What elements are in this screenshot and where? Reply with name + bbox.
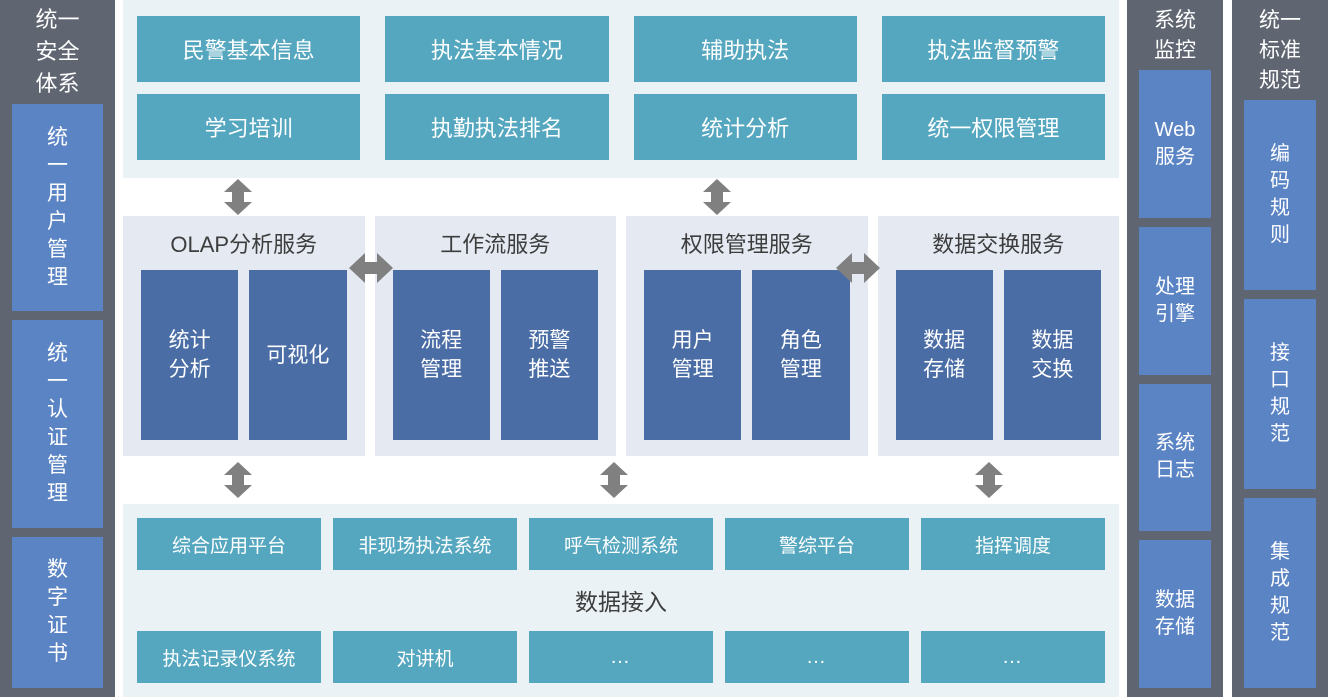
monitor-item-processing-engine[interactable]: 处理引擎 xyxy=(1139,226,1211,375)
double-arrow-vertical-icon xyxy=(224,462,252,498)
data-row-2: 执法记录仪系统 对讲机 … … … xyxy=(137,631,1105,683)
service-group-boxes: 数据存储 数据交换 xyxy=(895,270,1101,442)
unified-standards-column: 统一标准规范 编码规则 接口规范 集成规范 xyxy=(1232,0,1328,697)
svc-box-role-mgmt[interactable]: 角色管理 xyxy=(752,270,850,440)
app-box-training[interactable]: 学习培训 xyxy=(137,94,361,160)
application-row-1: 民警基本信息 执法基本情况 辅助执法 执法监督预警 xyxy=(137,16,1105,82)
app-box-assisted-enforcement[interactable]: 辅助执法 xyxy=(633,16,857,82)
service-group-title: 数据交换服务 xyxy=(932,232,1065,257)
arrow-strip-lower xyxy=(123,456,1119,504)
app-box-police-basic-info[interactable]: 民警基本信息 xyxy=(137,16,361,82)
system-monitoring-title: 系统监控 xyxy=(1154,9,1196,62)
security-item-digital-certificate[interactable]: 数字证书 xyxy=(12,536,103,688)
data-row-1: 综合应用平台 非现场执法系统 呼气检测系统 警综平台 指挥调度 xyxy=(137,518,1105,570)
data-box-command-dispatch[interactable]: 指挥调度 xyxy=(921,518,1105,570)
service-group-title: 权限管理服务 xyxy=(680,232,813,257)
double-arrow-vertical-icon xyxy=(600,462,628,498)
service-group-data-exchange: 数据交换服务 数据存储 数据交换 xyxy=(877,216,1119,456)
app-box-enforcement-basics[interactable]: 执法基本情况 xyxy=(385,16,609,82)
double-arrow-vertical-icon xyxy=(975,462,1003,498)
data-box-more-3[interactable]: … xyxy=(921,631,1105,683)
svc-box-process-mgmt[interactable]: 流程管理 xyxy=(392,270,490,440)
service-group-olap: OLAP分析服务 统计分析 可视化 xyxy=(123,216,365,456)
double-arrow-horizontal-icon xyxy=(349,253,393,283)
app-box-unified-permission-mgmt[interactable]: 统一权限管理 xyxy=(881,94,1105,160)
standards-item-integration-spec[interactable]: 集成规范 xyxy=(1244,498,1316,688)
data-box-more-1[interactable]: … xyxy=(529,631,713,683)
service-group-boxes: 用户管理 角色管理 xyxy=(644,270,850,442)
svc-box-data-storage[interactable]: 数据存储 xyxy=(895,270,993,440)
arrow-strip-upper xyxy=(123,178,1119,216)
service-group-workflow: 工作流服务 流程管理 预警推送 xyxy=(374,216,616,456)
security-item-unified-auth-mgmt[interactable]: 统一认证管理 xyxy=(12,320,103,528)
data-box-offsite-enforcement-system[interactable]: 非现场执法系统 xyxy=(333,518,517,570)
svc-box-data-exchange[interactable]: 数据交换 xyxy=(1003,270,1101,440)
data-access-panel: 综合应用平台 非现场执法系统 呼气检测系统 警综平台 指挥调度 数据接入 执法记… xyxy=(123,504,1119,697)
standards-item-coding-rules[interactable]: 编码规则 xyxy=(1244,100,1316,290)
monitor-item-data-storage[interactable]: 数据存储 xyxy=(1139,540,1211,688)
service-group-title: OLAP分析服务 xyxy=(170,232,318,257)
security-item-unified-user-mgmt[interactable]: 统一用户管理 xyxy=(12,104,103,312)
service-layer-panel: OLAP分析服务 统计分析 可视化 工作流服务 流程管理 预警推送 权限管理服务… xyxy=(123,216,1119,456)
unified-standards-title: 统一标准规范 xyxy=(1259,9,1301,92)
svc-box-user-mgmt[interactable]: 用户管理 xyxy=(644,270,742,440)
standards-item-interface-spec[interactable]: 接口规范 xyxy=(1244,299,1316,489)
service-group-title: 工作流服务 xyxy=(440,232,551,257)
data-box-breath-test-system[interactable]: 呼气检测系统 xyxy=(529,518,713,570)
service-group-permission: 权限管理服务 用户管理 角色管理 xyxy=(626,216,868,456)
app-box-enforcement-supervision-alert[interactable]: 执法监督预警 xyxy=(881,16,1105,82)
svc-box-statistical-analysis[interactable]: 统计分析 xyxy=(141,270,239,440)
double-arrow-horizontal-icon xyxy=(836,253,880,283)
svc-box-alert-push[interactable]: 预警推送 xyxy=(500,270,598,440)
app-box-statistical-analysis[interactable]: 统计分析 xyxy=(633,94,857,160)
application-row-2: 学习培训 执勤执法排名 统计分析 统一权限管理 xyxy=(137,94,1105,160)
service-group-boxes: 流程管理 预警推送 xyxy=(392,270,598,442)
app-box-duty-enforcement-ranking[interactable]: 执勤执法排名 xyxy=(385,94,609,160)
double-arrow-vertical-icon xyxy=(703,179,731,215)
data-box-walkie-talkie[interactable]: 对讲机 xyxy=(333,631,517,683)
security-system-column: 统一安全体系 统一用户管理 统一认证管理 数字证书 xyxy=(0,0,115,697)
svc-box-visualization[interactable]: 可视化 xyxy=(249,270,347,440)
security-system-title: 统一安全体系 xyxy=(35,7,80,96)
center-stack: 民警基本信息 执法基本情况 辅助执法 执法监督预警 学习培训 执勤执法排名 统计… xyxy=(123,0,1119,697)
data-box-law-enforcement-recorder-system[interactable]: 执法记录仪系统 xyxy=(137,631,321,683)
double-arrow-vertical-icon xyxy=(224,179,252,215)
data-access-label: 数据接入 xyxy=(575,588,667,615)
data-box-police-integrated-platform[interactable]: 警综平台 xyxy=(725,518,909,570)
monitor-item-system-log[interactable]: 系统日志 xyxy=(1139,383,1211,532)
application-layer-panel: 民警基本信息 执法基本情况 辅助执法 执法监督预警 学习培训 执勤执法排名 统计… xyxy=(123,0,1119,178)
data-box-more-2[interactable]: … xyxy=(725,631,909,683)
data-box-integrated-app-platform[interactable]: 综合应用平台 xyxy=(137,518,321,570)
service-group-boxes: 统计分析 可视化 xyxy=(141,270,347,442)
